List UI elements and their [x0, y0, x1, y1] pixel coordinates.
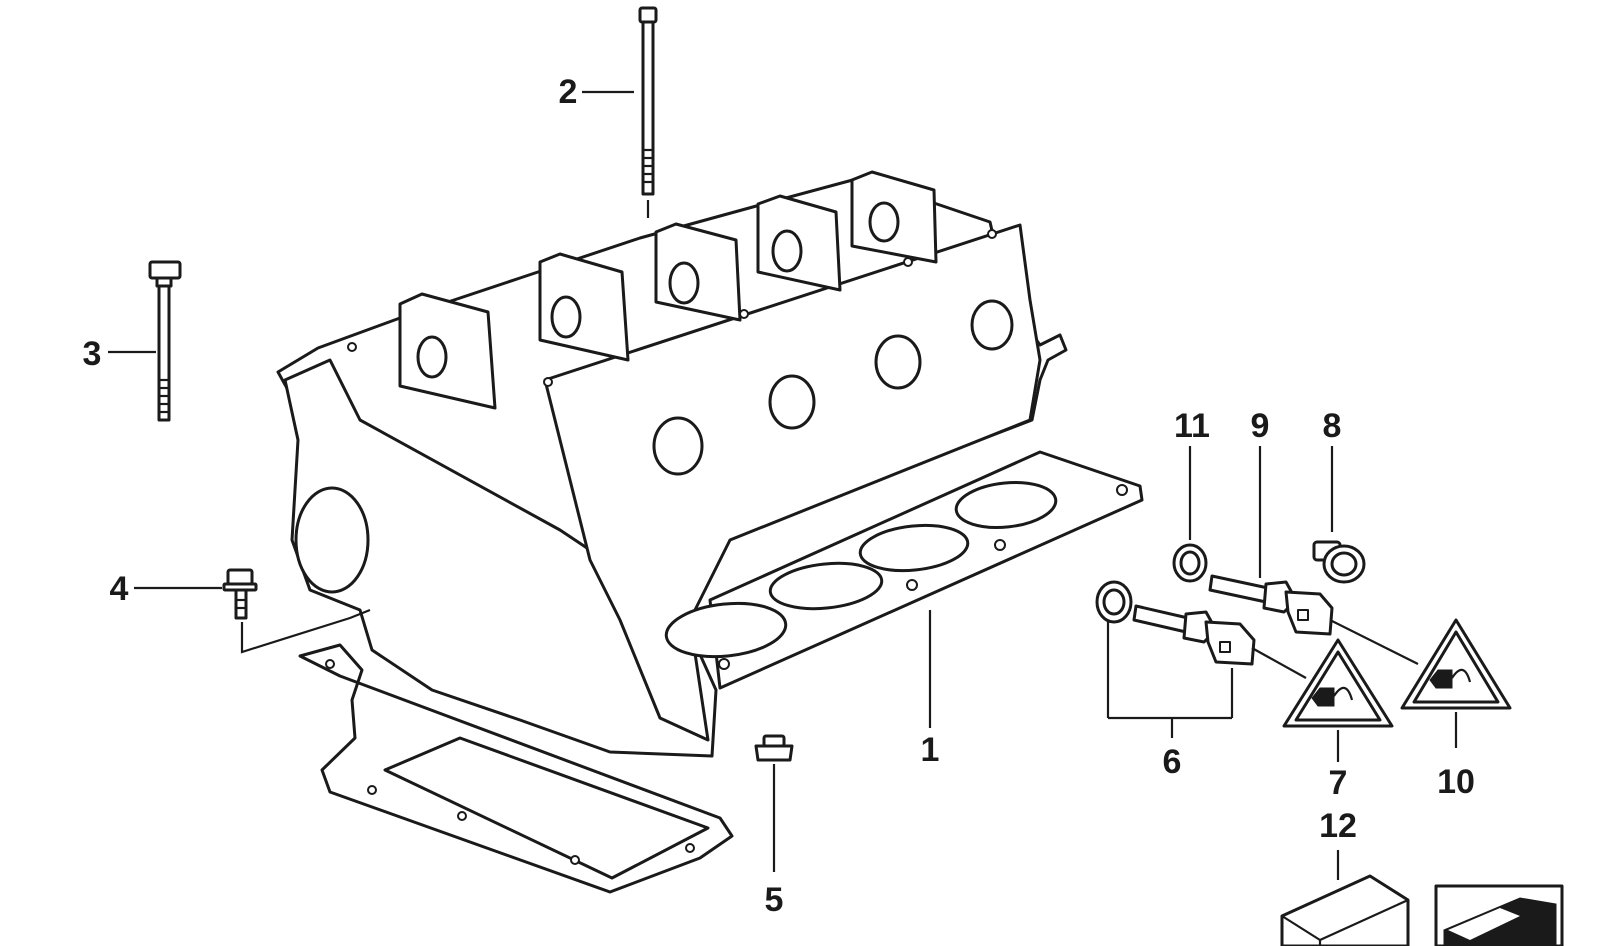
callout-11: 11	[1174, 407, 1210, 445]
cylinder-head-gasket[interactable]	[664, 450, 1144, 690]
leader-lines	[108, 90, 1334, 728]
callout-5: 5	[765, 881, 784, 919]
sealing-ring-large[interactable]	[1095, 580, 1133, 624]
callout-10: 10	[1437, 763, 1475, 801]
hex-bolt[interactable]	[148, 260, 182, 422]
repair-kit-box[interactable]	[1280, 850, 1410, 946]
callout-1: 1	[921, 731, 940, 769]
callout-6: 6	[1163, 743, 1182, 781]
warning-label-7[interactable]	[1282, 638, 1394, 762]
warning-label-10[interactable]	[1400, 618, 1512, 748]
cylinder-head-bolt-long[interactable]	[638, 6, 658, 218]
callout-2: 2	[559, 73, 578, 111]
callout-7: 7	[1329, 764, 1348, 802]
flange-bolt[interactable]	[222, 568, 371, 654]
hex-nut[interactable]	[754, 734, 794, 872]
callout-6-bracket	[1106, 622, 1234, 738]
callout-12: 12	[1319, 807, 1357, 845]
callout-9: 9	[1251, 407, 1270, 445]
temperature-sensor-upper[interactable]	[1208, 574, 1419, 665]
corner-reference-symbol	[1434, 884, 1564, 946]
callout-3: 3	[83, 335, 102, 373]
engine-block[interactable]	[276, 170, 1068, 758]
callout-4: 4	[110, 570, 129, 608]
oil-pan-gasket[interactable]	[298, 643, 734, 894]
screw-plug[interactable]	[1312, 540, 1366, 584]
callout-8: 8	[1323, 407, 1342, 445]
temperature-sensor-lower[interactable]	[1132, 604, 1307, 679]
callout-labels: 1 2 3 4 5 6 7 8 9 10 11 12	[83, 73, 1475, 919]
sealing-ring-small[interactable]	[1172, 543, 1208, 583]
